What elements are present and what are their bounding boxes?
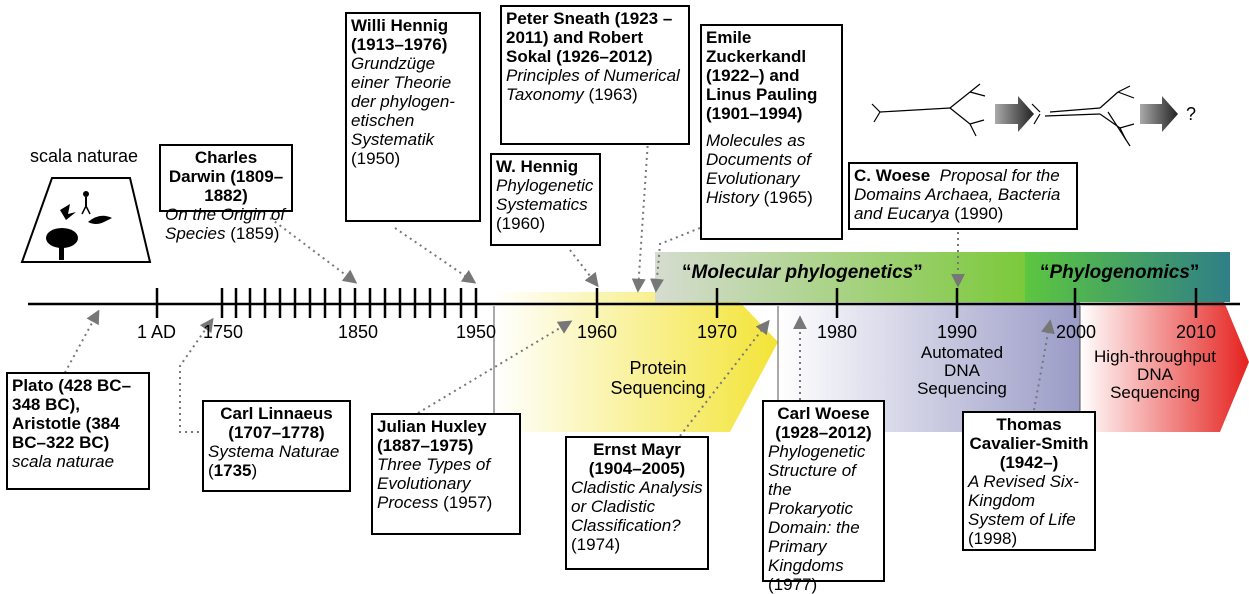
mayr-box: Ernst Mayr (1904–2005) Cladistic Analysi… <box>565 436 709 570</box>
phylogenomics-label: “Phylogenomics” <box>1040 262 1200 283</box>
tick-label-1850: 1850 <box>338 322 379 342</box>
tick-label-2010: 2010 <box>1176 322 1217 342</box>
scala-naturae-illustration <box>20 177 152 263</box>
cavalier-smith-box: Thomas Cavalier-Smith (1942–) A Revised … <box>962 411 1096 551</box>
tick-label-1950: 1950 <box>456 322 497 342</box>
tree-evolution-icons <box>871 83 1135 147</box>
huxley-box: Julian Huxley (1887–1975) Three Types of… <box>371 413 521 535</box>
linnaeus-box: Carl Linnaeus (1707–1778) Systema Natura… <box>202 400 351 492</box>
tick-label-1750: 1750 <box>203 322 244 342</box>
arrow-icon-2 <box>1140 96 1178 132</box>
tick-label-1980: 1980 <box>817 322 858 342</box>
axis-ticks <box>155 288 1198 318</box>
hennig-1950-box: Willi Hennig (1913–1976) Grundzüge einer… <box>345 12 481 222</box>
zuckerkandl-pauling-box: Emile Zuckerkandl (1922–) and Linus Paul… <box>700 24 843 240</box>
molecular-phylogenetics-label: “Molecular phylogenetics” <box>682 262 923 283</box>
tick-label-1990: 1990 <box>937 322 978 342</box>
arrow-icon-1 <box>995 96 1034 132</box>
darwin-box: Charles Darwin (1809–1882) On the Origin… <box>159 144 293 243</box>
scala-naturae-label: scala naturae <box>30 146 139 166</box>
tick-label-1ad: 1 AD <box>137 322 177 342</box>
automated-sequencing-region <box>778 292 1080 432</box>
tick-label-1960: 1960 <box>577 322 618 342</box>
tick-label-2000: 2000 <box>1056 322 1097 342</box>
woese-1977-box: Carl Woese (1928–2012) Phylogenetic Stru… <box>762 400 885 594</box>
woese-1990-box: C. Woese Proposal for the Domains Archae… <box>848 162 1078 230</box>
question-mark: ? <box>1186 104 1197 124</box>
sneath-sokal-box: Peter Sneath (1923 –2011) and Robert Sok… <box>500 5 690 145</box>
tick-label-1970: 1970 <box>697 322 738 342</box>
connector-lines <box>61 139 1055 437</box>
hennig-1960-box: W. Hennig Phylogenetic Systematics(1960) <box>490 153 601 246</box>
plato-aristotle-box: Plato (428 BC–348 BC), Aristotle (384 BC… <box>6 372 150 490</box>
htp-sequencing-region <box>1080 292 1249 432</box>
